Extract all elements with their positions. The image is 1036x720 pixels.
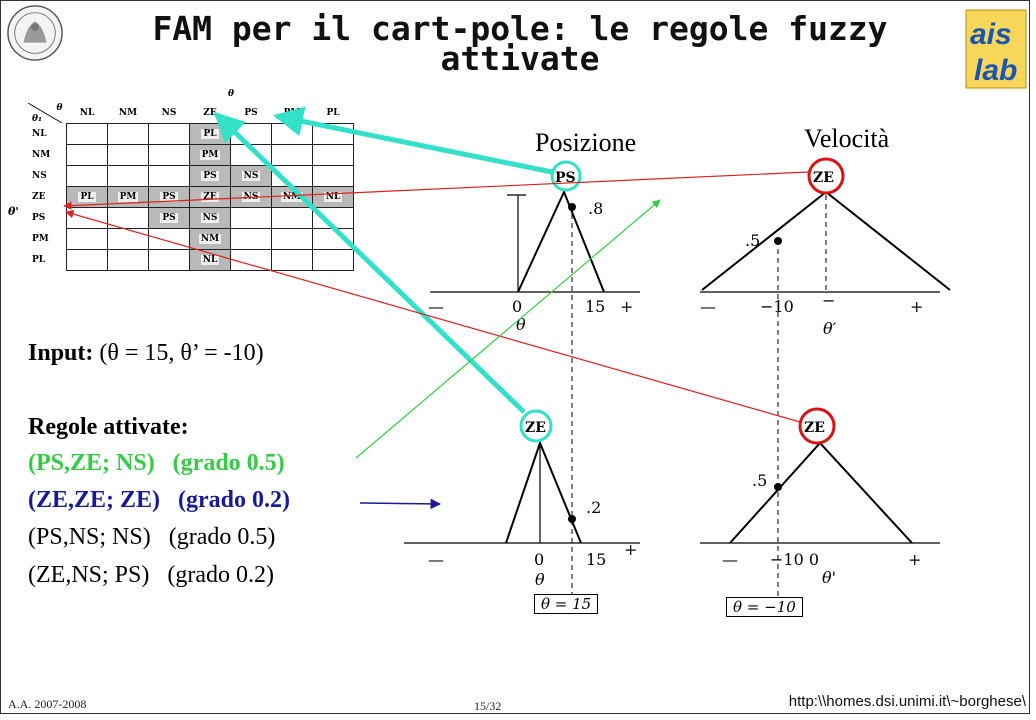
plot-set-label: ZE <box>813 170 834 186</box>
plot-set-label: ZE <box>525 420 546 436</box>
rule-item: (PS,ZE; NS) (grado 0.5) <box>28 450 285 476</box>
input-line: Input: (θ = 15, θ’ = -10) <box>28 340 264 367</box>
red-arrow-ze-top <box>63 171 809 210</box>
table-row-axis-label: θ' <box>8 205 19 218</box>
fam-cell: PL <box>66 186 108 208</box>
plot-vel-top: .5 — −10 − + θ′ ZE <box>700 157 951 600</box>
plot-set-label: PS <box>555 170 576 186</box>
plot-pos-top: .8 — 0 15 + θ PS <box>428 160 640 600</box>
plot-tick: 0 <box>534 550 544 569</box>
plot-tick: — <box>428 297 444 316</box>
fam-cell: PS <box>148 207 190 229</box>
posizione-heading: Posizione <box>535 128 637 157</box>
fam-row-header: NM <box>32 150 51 160</box>
green-rule-arrow <box>355 199 661 459</box>
ais-lab-logo-icon: ais lab <box>965 9 1027 89</box>
footer-url: http:\\homes.dsi.unimi.it\~borghese\ <box>788 693 1026 710</box>
plot-tick: + <box>908 550 921 569</box>
fam-col-header: NL <box>79 108 95 118</box>
fam-row-header: PS <box>32 213 46 223</box>
svg-text:ais: ais <box>970 18 1012 51</box>
plot-tick: 15 <box>585 297 605 316</box>
footer-course: A.A. 2007-2008 <box>8 697 87 711</box>
rules-heading: Regole attivate: <box>28 414 189 440</box>
plot-tick: 0 <box>512 297 522 316</box>
fam-cell: ZE <box>189 186 231 208</box>
fam-table: θ θ₁ NL NM NS ZE PS PM PL NL PL NM PM NS… <box>28 103 354 271</box>
plot-tick: −10 <box>760 297 794 316</box>
plot-tick: + <box>910 297 923 316</box>
plot-value-label: .8 <box>588 199 603 218</box>
fam-col-header: PL <box>326 108 340 118</box>
plot-tick: — <box>722 550 738 569</box>
fam-cell: PS <box>148 186 190 208</box>
plot-set-label: ZE <box>804 420 825 436</box>
fam-cell: PS <box>189 165 231 187</box>
plot-value-label: .5 <box>745 231 760 250</box>
plot-tick: −10 0 <box>770 550 819 569</box>
plot-axis-label: θ′ <box>823 319 837 338</box>
rule-item: (PS,NS; NS) (grado 0.5) <box>28 524 276 550</box>
plot-axis-label: θ' <box>822 568 836 587</box>
fam-row: PL NL <box>28 249 354 271</box>
fam-cell <box>312 249 354 271</box>
plot-vel-bot: .5 — −10 0 + θ' ZE <box>700 407 940 587</box>
theta-input-box: θ = 15 <box>534 594 599 614</box>
thetap-input-box: θ = −10 <box>726 597 803 617</box>
plot-tick: + <box>620 297 633 316</box>
plot-tick: — <box>700 297 716 316</box>
table-col-axis-label: θ <box>228 89 235 99</box>
slide-title: FAM per il cart-pole: le regole fuzzy at… <box>152 9 888 78</box>
fam-row-header: PL <box>32 255 46 265</box>
cyan-arrow-ps <box>273 106 553 175</box>
fam-row-header: NS <box>32 171 47 181</box>
input-label: Input: <box>28 340 94 366</box>
plot-axis-label: θ <box>516 315 526 334</box>
plot-pos-bot: .2 — 0 15 + θ ZE <box>404 409 640 589</box>
fam-row: NS PS NS <box>28 165 354 187</box>
university-seal-icon <box>7 5 63 61</box>
fam-row-header: PM <box>32 234 49 244</box>
plot-axis-label: θ <box>535 570 545 589</box>
fam-cell: NL <box>189 249 231 271</box>
plot-tick: 15 <box>586 550 606 569</box>
velocita-heading: Velocità <box>804 124 890 153</box>
fam-col-header: ZE <box>203 108 217 118</box>
cyan-arrow-ze <box>213 111 526 414</box>
plot-value-label: .5 <box>752 471 767 490</box>
fam-col-header: NS <box>161 108 177 118</box>
fam-row-header: ZE <box>32 192 46 202</box>
fam-cell: NS <box>230 165 272 187</box>
plot-tick: − <box>822 291 835 310</box>
input-value: (θ = 15, θ’ = -10) <box>99 340 264 366</box>
svg-text:lab: lab <box>974 54 1017 87</box>
blue-rule-arrow <box>359 498 442 510</box>
footer-page-number: 15/32 <box>474 699 502 713</box>
plot-tick: — <box>428 550 444 569</box>
plot-tick: + <box>624 540 637 559</box>
red-arrow-ze-bot <box>65 210 801 423</box>
fam-row-header: NL <box>32 129 47 139</box>
rule-item: (ZE,ZE; ZE) (grado 0.2) <box>28 487 291 513</box>
plot-value-label: .2 <box>586 498 601 517</box>
fam-corner: θ θ₁ <box>28 103 67 124</box>
fam-col-header: NM <box>118 108 138 118</box>
fam-col-header: PS <box>244 108 258 118</box>
rule-item: (ZE,NS; PS) (grado 0.2) <box>28 562 274 588</box>
